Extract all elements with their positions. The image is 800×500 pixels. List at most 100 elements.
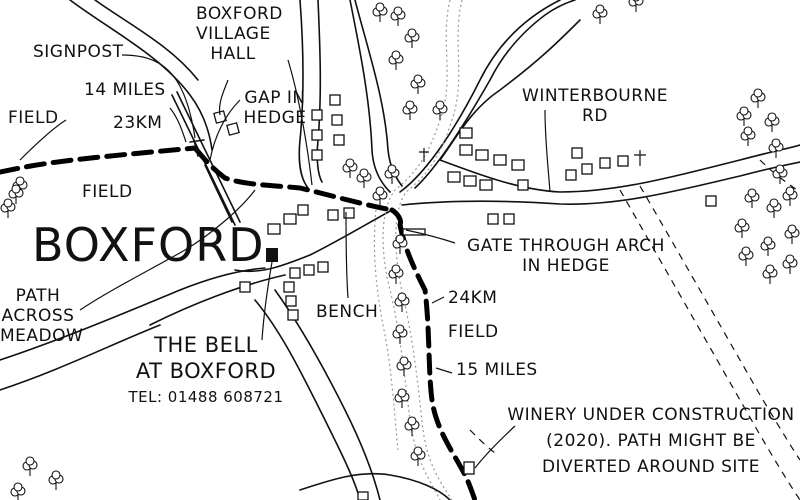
house-icon [226,122,240,136]
label-pub-name-line-1: THE BELL [154,333,258,357]
label-bench: BENCH [316,302,379,322]
hedge-strip-3 [204,164,233,223]
tree-icon [744,188,760,208]
house-icon [331,114,343,126]
hedge-strip-2 [176,91,241,223]
label-gap-in-hedge-line-2: HEDGE [243,108,307,128]
leader-winery-dash [469,429,499,456]
house-icon [311,149,323,161]
leader-14-miles [169,107,187,143]
tree-icon [760,236,776,256]
tree-icon [356,168,372,188]
church-crosses [419,148,646,166]
house-icon [463,461,475,475]
tree-icon [772,164,788,184]
leader-gate [405,229,456,244]
house-icon [503,213,515,225]
label-path-across-meadow: PATH ACROSS MEADOW [0,286,84,346]
house-icon [289,267,301,279]
house-icon [311,129,323,141]
label-gate-line-1: GATE THROUGH ARCH [467,236,665,256]
house-icon [213,110,227,124]
house-icon [581,163,593,175]
tree-icon [432,100,448,120]
tree-icon [10,482,26,500]
leader-lines [19,54,551,469]
house-icon [463,175,477,187]
house-icon [239,281,251,293]
route-arch-stub [389,207,403,228]
label-village-hall-line-1: BOXFORD [196,4,283,24]
river-line-1 [382,0,451,500]
house-icon [329,94,341,106]
label-23km: 23KM [113,113,163,133]
tree-icon [782,186,798,206]
tree-icon [404,416,420,436]
house-icon [285,295,297,307]
leader-path-across-meadow [79,189,256,311]
label-pub-name-line-2: AT BOXFORD [135,359,277,383]
house-icon [317,261,329,273]
label-path-line-1: PATH [15,286,61,306]
church-cross-icon [634,150,646,166]
place-name-boxford: BOXFORD [32,218,265,272]
tree-icon [738,246,754,266]
winterbourne-road-2 [401,161,800,206]
tree-icon [750,88,766,108]
tree-icon [764,112,780,132]
leader-winterbourne [544,109,551,193]
leader-village-north [287,59,313,186]
tree-icon [402,100,418,120]
house-icon [447,171,461,183]
tree-icon [782,254,798,274]
tree-icon [372,186,388,206]
tree-icon [784,224,800,244]
church-cross-icon [419,148,429,162]
leader-24km [431,296,445,304]
leader-pub [261,261,273,341]
house-icon [479,179,493,191]
label-gate-through-arch: GATE THROUGH ARCH IN HEDGE [456,236,676,276]
tree-icon [0,198,16,218]
dashed-track-1 [619,189,800,500]
label-field-right: FIELD [448,322,499,342]
label-winterbourne-line-1: WINTERBOURNE [522,86,668,106]
label-15-miles: 15 MILES [456,360,538,380]
label-village-hall: BOXFORD VILLAGE HALL [196,4,283,64]
house-icon [327,209,339,221]
label-path-line-3: MEADOW [0,326,84,346]
tree-icon [628,0,644,12]
road-top-right-1 [399,0,561,193]
label-winery-note: WINERY UNDER CONSTRUCTION (2020). PATH M… [506,402,796,480]
tree-icon [394,388,410,408]
tree-icon [396,356,412,376]
tree-icon [388,264,404,284]
house-icon [333,134,345,146]
label-winterbourne-rd: WINTERBOURNE RD [520,86,670,126]
leader-bench [345,211,349,299]
river [373,0,463,500]
road-south-1 [254,299,361,500]
label-winery-line-1: WINERY UNDER CONSTRUCTION [507,405,795,425]
label-village-hall-line-2: VILLAGE [196,24,271,44]
label-pub-telephone: TEL: 01488 608721 [128,388,284,406]
tree-icon [8,184,24,204]
label-14-miles: 14 MILES [84,80,166,100]
label-winery-line-2: (2020). PATH MIGHT BE [546,431,756,451]
house-icon [303,264,315,276]
tree-icon [592,4,608,24]
house-icon [283,213,297,225]
leader-15-miles [435,367,453,374]
tree-icon [388,50,404,70]
road-top-left-2 [94,0,199,81]
road-north-east-2 [354,0,403,187]
house-icon [617,155,629,167]
river-line-3 [373,209,399,451]
tree-icon [410,74,426,94]
road-village-street-1 [234,209,393,273]
house-icon [311,109,323,121]
label-path-line-2: ACROSS [1,306,75,326]
